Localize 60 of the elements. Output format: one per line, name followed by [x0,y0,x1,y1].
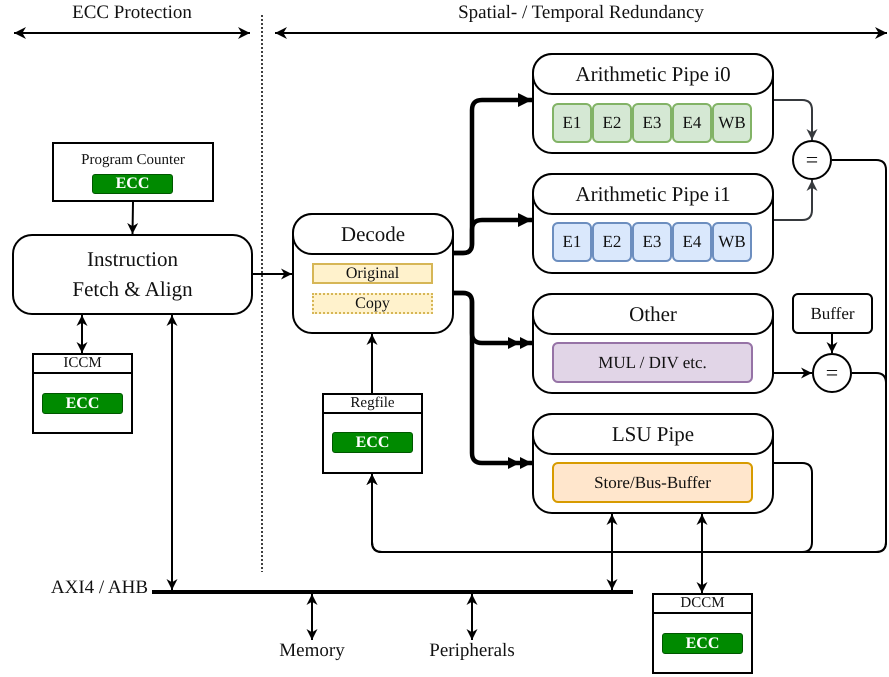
stage-tag: E3 [632,222,672,262]
pipeline-stage-box [532,413,774,514]
memory-title: Regfile [324,395,421,414]
memory-title: DCCM [654,595,751,614]
arrow [166,315,178,590]
endpoint-label: Memory [262,640,362,666]
pipeline-stage-box [532,53,774,154]
stage-tag: E4 [672,222,712,262]
register-title: Program Counter [80,152,186,169]
stage-tag: E4 [672,103,712,143]
arrow [606,514,618,590]
ecc-tag: ECC [92,174,173,194]
arrow [696,514,708,593]
arrow [774,180,818,221]
comparator-circle: = [812,353,852,393]
process-box: Buffer [792,293,873,334]
section-title: ECC Protection [71,2,193,24]
stage-tag: WB [712,103,752,143]
arrow [826,334,838,353]
stage-title: Arithmetic Pipe i1 [532,173,774,215]
stage-tag: Store/Bus-Buffer [552,462,753,503]
arrow [76,315,88,353]
arrow [466,594,478,640]
stage-title: Decode [292,213,454,255]
pipeline-stage-box [532,173,774,274]
endpoint-label: Peripherals [412,640,532,666]
memory-title: ICCM [34,355,131,374]
stage-title: LSU Pipe [532,413,774,455]
arrow [366,462,813,553]
stage-title: Arithmetic Pipe i0 [532,53,774,95]
memory-block [32,353,133,434]
stage-tag: Copy [312,293,433,314]
arrow [306,594,318,640]
ecc-tag: ECC [332,432,413,453]
arrow [366,334,378,393]
pipeline-stage-box [532,293,774,394]
ecc-tag: ECC [662,633,743,654]
stage-tag: Original [312,263,433,284]
stage-tag: E3 [632,103,672,143]
stage-tag: E1 [552,103,592,143]
bus-label: AXI4 / AHB [50,577,148,599]
stage-title: Other [532,293,774,335]
stage-tag: E1 [552,222,592,262]
arrow [127,202,138,234]
comparator-circle: = [792,140,832,180]
ecc-tag: ECC [42,393,123,414]
stage-tag: MUL / DIV etc. [552,342,753,383]
stage-tag: WB [712,222,752,262]
arrow [454,213,532,256]
arrow [774,99,818,140]
pipeline-stage-box [292,213,454,334]
arrow [774,368,812,378]
process-box: Instruction Fetch & Align [12,234,253,315]
section-title: Spatial- / Temporal Redundancy [457,2,705,24]
memory-block [322,393,423,474]
stage-tag: E2 [592,222,632,262]
memory-block [652,593,753,674]
arrow [253,268,292,280]
stage-tag: E2 [592,103,632,143]
register-box [52,142,214,202]
